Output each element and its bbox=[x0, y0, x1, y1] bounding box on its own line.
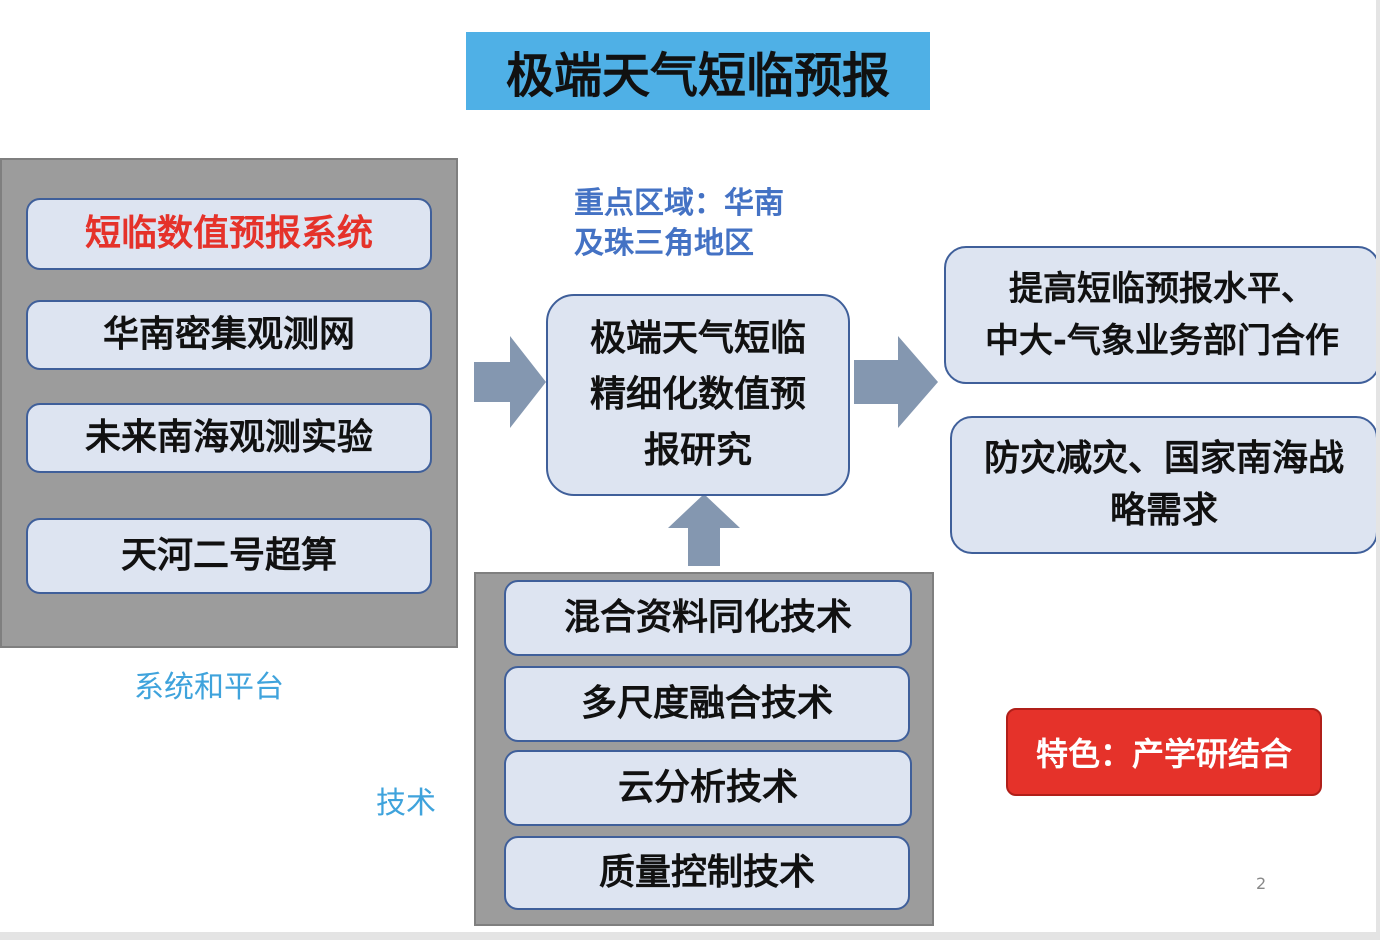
feature-badge: 特色：产学研结合 bbox=[1006, 708, 1322, 796]
page-title: 极端天气短临预报 bbox=[466, 32, 930, 110]
center-line3: 报研究 bbox=[643, 430, 752, 471]
outcome-1-line2: 中大-气象业务部门合作 bbox=[984, 321, 1340, 361]
system-item-tianhe-supercomputer: 天河二号超算 bbox=[26, 518, 432, 594]
right-scroll-edge bbox=[1376, 0, 1380, 940]
technique-item-multiscale-fusion: 多尺度融合技术 bbox=[504, 666, 910, 742]
arrow-up-icon bbox=[668, 494, 740, 566]
system-item-observation-network: 华南密集观测网 bbox=[26, 300, 432, 370]
technique-item-quality-control: 质量控制技术 bbox=[504, 836, 910, 910]
center-line2: 精细化数值预 bbox=[589, 374, 806, 415]
arrow-right-icon bbox=[474, 336, 546, 428]
region-note-line2: 及珠三角地区 bbox=[574, 226, 754, 261]
bottom-scroll-edge bbox=[0, 932, 1380, 940]
techniques-caption: 技术 bbox=[376, 786, 436, 821]
center-research-box: 极端天气短临 精细化数值预 报研究 bbox=[546, 294, 850, 496]
technique-item-hybrid-assimilation: 混合资料同化技术 bbox=[504, 580, 912, 656]
page-number: 2 bbox=[1256, 874, 1267, 893]
outcome-box-disaster-prevention: 防灾减灾、国家南海战 略需求 bbox=[950, 416, 1378, 554]
technique-item-cloud-analysis: 云分析技术 bbox=[504, 750, 912, 826]
systems-caption: 系统和平台 bbox=[134, 670, 284, 705]
arrow-right-icon bbox=[854, 336, 938, 428]
region-note-line1: 重点区域：华南 bbox=[574, 186, 784, 221]
system-item-nwp: 短临数值预报系统 bbox=[26, 198, 432, 270]
outcome-box-cooperation: 提高短临预报水平、 中大-气象业务部门合作 bbox=[944, 246, 1380, 384]
system-item-south-china-sea-experiment: 未来南海观测实验 bbox=[26, 403, 432, 473]
outcome-1-line1: 提高短临预报水平、 bbox=[1009, 269, 1315, 309]
center-line1: 极端天气短临 bbox=[589, 318, 806, 359]
region-note: 重点区域：华南 及珠三角地区 bbox=[574, 184, 854, 264]
outcome-2-line2: 略需求 bbox=[1109, 490, 1218, 531]
outcome-2-line1: 防灾减灾、国家南海战 bbox=[983, 438, 1344, 479]
